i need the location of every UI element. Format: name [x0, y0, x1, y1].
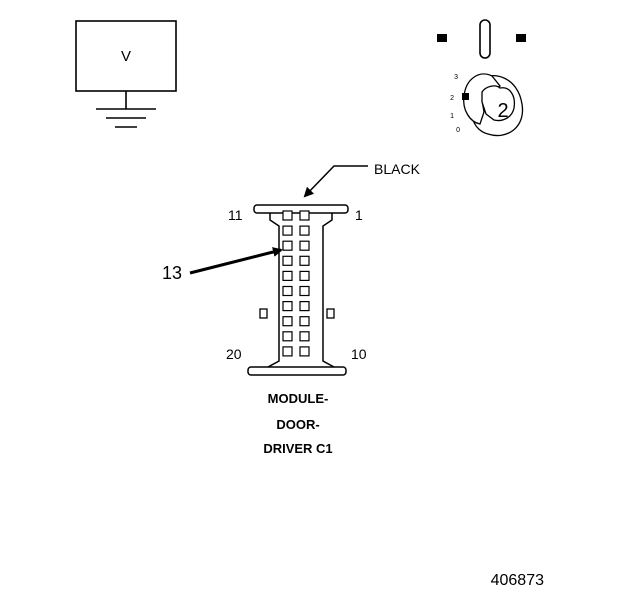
pin-cavity [299, 316, 310, 327]
pin-cavity [299, 270, 310, 281]
pin-label-top-right: 1 [355, 207, 363, 223]
pin-cavity [282, 285, 293, 297]
pin-label-bottom-right: 10 [351, 346, 367, 362]
selector-knob [481, 85, 516, 122]
wire-color-label: BLACK [374, 161, 421, 177]
scale-mark-0: 0 [456, 127, 460, 134]
callout-pin-label: 13 [162, 263, 182, 283]
pin-cavity [299, 285, 310, 297]
probe-slot [479, 19, 491, 59]
pin-cavity [282, 210, 293, 221]
pin-cavity [299, 255, 310, 266]
connector-name-line-1: MODULE- [267, 391, 329, 406]
pin-cavity [282, 331, 293, 342]
connector-bottom-flange [247, 366, 347, 376]
pin-cavity [299, 331, 310, 342]
pin-label-top-left: 11 [228, 207, 243, 223]
scale-mark-2: 2 [450, 95, 454, 102]
scale-mark-1: 1 [450, 113, 454, 120]
wire-color-callout: BLACK [303, 161, 421, 198]
probe-jack-right [516, 34, 526, 42]
voltmeter-symbol: V [121, 48, 131, 65]
connector-left-latch [259, 308, 268, 319]
pin-cavity [299, 225, 310, 236]
meter-range-selector-icon: 3 2 1 0 2 [437, 19, 526, 137]
pin-callout: 13 [162, 247, 283, 283]
pin-cavity [282, 346, 293, 357]
connector-body-outline [267, 213, 335, 368]
connector-cavities [282, 210, 310, 357]
figure-number: 406873 [490, 572, 544, 589]
pin-cavity [299, 240, 310, 251]
pin-cavity [299, 301, 310, 312]
selector-indicator [462, 93, 469, 100]
selected-position-label: 2 [497, 100, 508, 122]
pin-label-bottom-left: 20 [226, 346, 242, 362]
pin-cavity [299, 210, 310, 221]
pin-cavity [282, 240, 293, 251]
pin-cavity [299, 346, 310, 357]
pin-cavity [282, 301, 293, 312]
connector-c1: 11 1 20 10 [226, 204, 367, 376]
pin-cavity [282, 225, 293, 236]
voltmeter-ground-icon: V [75, 20, 177, 128]
probe-jack-left [437, 34, 447, 42]
connector-name-line-2: DOOR- [276, 417, 320, 432]
pin-cavity [282, 270, 293, 281]
scale-mark-3: 3 [454, 74, 458, 81]
connector-right-latch [326, 308, 335, 319]
connector-name-line-3: DRIVER C1 [263, 441, 333, 456]
pin-cavity [282, 255, 293, 266]
pin-cavity [282, 316, 293, 327]
